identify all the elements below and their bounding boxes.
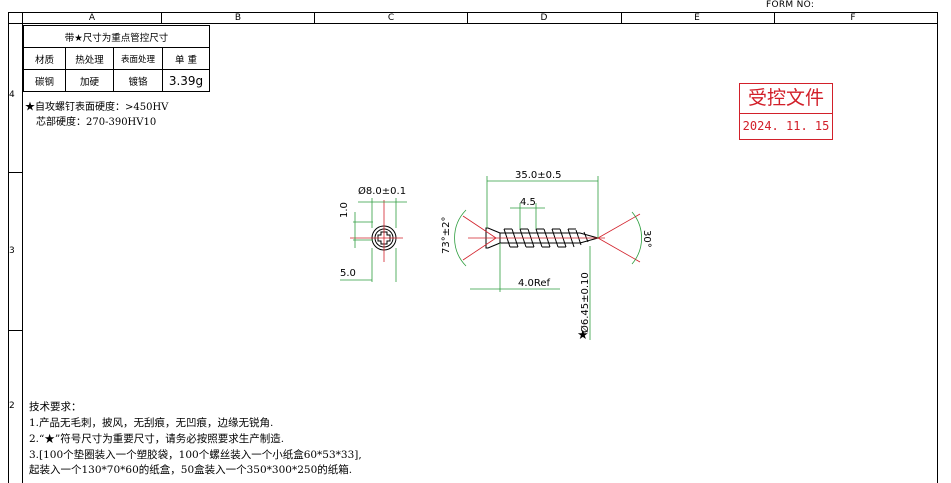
column-label-e: E <box>694 13 700 23</box>
spec-value-heat-treatment: 加硬 <box>65 69 114 92</box>
column-label-d: D <box>540 13 548 23</box>
surface-hardness-note: ★自攻螺钉表面硬度：>450HV <box>25 102 169 113</box>
tip-angle-label: 30° <box>641 230 652 248</box>
row-divider <box>8 172 22 173</box>
core-hardness-note: 芯部硬度：270-390HV10 <box>36 117 157 128</box>
column-label-a: A <box>88 13 96 23</box>
spec-table: 带★尺寸为重点管控尺寸 材质 热处理 表面处理 单 重 碳钢 加硬 镀铬 3.3… <box>23 25 210 92</box>
length-dimension <box>486 176 599 238</box>
shank-ref-label: 4.0Ref <box>518 278 551 289</box>
pitch-dimension <box>510 203 545 229</box>
key-dimension-star-icon: ★ <box>577 328 589 343</box>
stamp-title: 受控文件 <box>740 84 832 114</box>
slot-depth-dimension <box>353 212 373 248</box>
thread-diameter-label: Ø6.45±0.10 <box>579 272 591 333</box>
length-label: 35.0±0.5 <box>515 170 562 181</box>
side-view-centerline <box>462 213 641 263</box>
stamp-date: 2024. 11. 15 <box>742 119 830 133</box>
frame-top-border <box>8 12 938 13</box>
head-angle-label: 73°±2° <box>441 217 452 254</box>
head-diameter-dimension <box>358 198 407 228</box>
requirement-item: 3.[100个垫圈装入一个塑胶袋，100个螺丝装入一个小纸盒60*53*33], <box>29 449 362 461</box>
controlled-document-stamp: 受控文件 2024. 11. 15 <box>739 83 833 140</box>
requirements-title: 技术要求： <box>29 401 82 413</box>
pitch-label: 4.5 <box>520 197 536 208</box>
cross-width-dimension <box>340 248 397 282</box>
requirement-item: 2.“★”符号尺寸为重要尺寸，请务必按照要求生产制造. <box>29 433 285 445</box>
row-label-2: 2 <box>9 401 15 411</box>
requirement-item: 1.产品无毛刺，披风，无刮痕，无凹痕，边缘无锐角. <box>29 417 274 429</box>
form-number-label: FORM NO: <box>766 0 815 10</box>
column-divider <box>621 12 622 23</box>
spec-value-unit-weight: 3.39g <box>162 69 210 92</box>
head-diameter-label: Ø8.0±0.1 <box>358 185 406 197</box>
frame-right-border <box>937 12 938 483</box>
frame-inner-left-border <box>22 12 23 483</box>
column-label-c: C <box>387 13 395 23</box>
tip-angle-arc <box>631 211 642 265</box>
frame-left-border <box>8 12 9 483</box>
head-view-centerlines <box>350 200 403 262</box>
frame-column-band-border <box>8 23 938 24</box>
row-divider <box>8 330 22 331</box>
column-divider <box>774 12 775 23</box>
column-label-f: F <box>850 13 856 23</box>
column-divider <box>314 12 315 23</box>
requirement-item: 起装入一个130*70*60的纸盒，50盒装入一个350*300*250的纸箱. <box>29 464 353 476</box>
slot-depth-label: 1.0 <box>339 202 350 218</box>
cross-width-label: 5.0 <box>340 268 356 279</box>
column-label-b: B <box>234 13 242 23</box>
shank-ref-dimension <box>470 243 560 292</box>
row-label-3: 3 <box>9 246 15 256</box>
head-angle-arc <box>454 209 467 267</box>
column-divider <box>467 12 468 23</box>
column-divider <box>161 12 162 23</box>
row-label-4: 4 <box>9 90 15 100</box>
